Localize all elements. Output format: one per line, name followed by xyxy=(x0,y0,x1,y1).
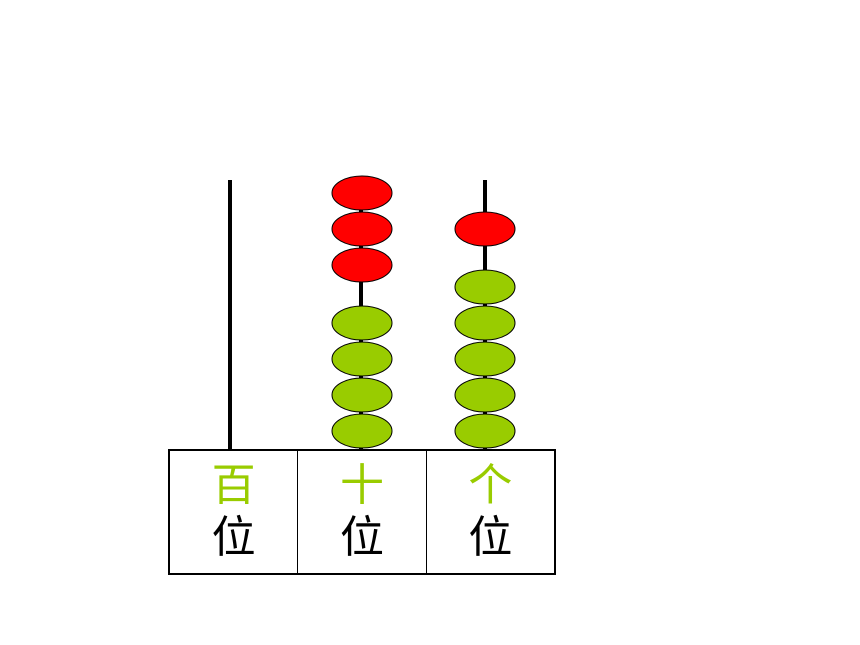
bead-red-tens xyxy=(331,175,393,211)
bead-green-ones xyxy=(454,305,516,341)
bead-green-ones xyxy=(454,377,516,413)
bead-green-tens xyxy=(331,413,393,449)
bead-red-tens xyxy=(331,247,393,283)
bead-green-tens xyxy=(331,377,393,413)
column-ones: 个 位 xyxy=(425,451,554,573)
bead-red-ones xyxy=(454,211,516,247)
bead-red-tens xyxy=(331,211,393,247)
bead-green-ones xyxy=(454,269,516,305)
bead-green-tens xyxy=(331,305,393,341)
place-suffix-tens: 位 xyxy=(339,512,384,563)
bead-green-ones xyxy=(454,413,516,449)
column-tens: 十 位 xyxy=(297,451,425,573)
bead-green-ones xyxy=(454,341,516,377)
place-suffix-hundreds: 位 xyxy=(211,512,256,563)
place-suffix-ones: 位 xyxy=(468,512,513,563)
place-label-tens: 十 xyxy=(339,460,384,511)
place-label-hundreds: 百 xyxy=(211,460,256,511)
place-value-table: 百 位 十 位 个 位 xyxy=(168,449,556,575)
bead-green-tens xyxy=(331,341,393,377)
place-label-ones: 个 xyxy=(468,460,513,511)
column-hundreds: 百 位 xyxy=(170,451,297,573)
